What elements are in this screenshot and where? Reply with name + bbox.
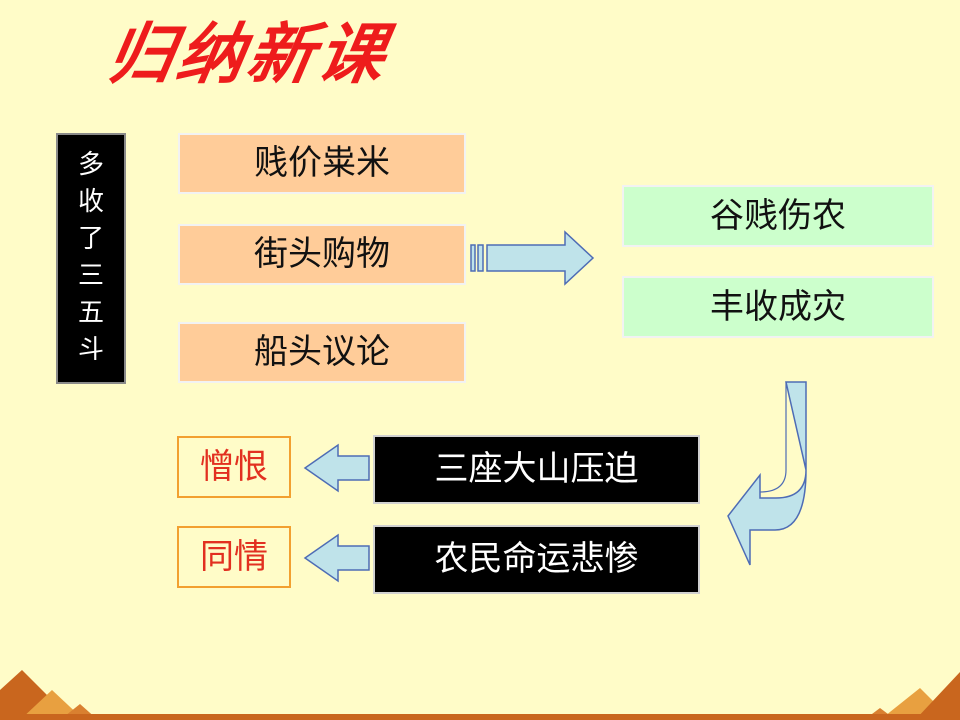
corner-decoration-right (864, 672, 960, 720)
vertical-char: 多 (77, 150, 104, 180)
corner-decoration-left (0, 670, 98, 720)
feeling-box-hatred: 憎恨 (177, 436, 291, 498)
cause-box-three-mountains: 三座大山压迫 (373, 435, 700, 504)
vertical-char: 三 (77, 261, 104, 291)
feeling-box-sympathy: 同情 (177, 526, 291, 588)
vertical-char: 五 (77, 298, 104, 328)
vertical-label-box: 多 收 了 三 五 斗 (56, 133, 126, 384)
curved-arrow-icon (727, 381, 807, 566)
vertical-char: 收 (77, 187, 104, 217)
left-arrow-icon (303, 443, 370, 493)
result-box-cheap-grain: 谷贱伤农 (622, 185, 934, 247)
right-arrow-icon (470, 230, 595, 286)
left-arrow-icon (303, 533, 370, 583)
event-box-boat-discussion: 船头议论 (178, 322, 466, 383)
cause-box-peasant-fate: 农民命运悲惨 (373, 525, 700, 594)
result-box-harvest-disaster: 丰收成灾 (622, 276, 934, 338)
event-box-street-shopping: 街头购物 (178, 224, 466, 285)
vertical-char: 斗 (77, 335, 104, 365)
event-box-sell-rice: 贱价粜米 (178, 133, 466, 194)
vertical-char: 了 (77, 224, 104, 254)
